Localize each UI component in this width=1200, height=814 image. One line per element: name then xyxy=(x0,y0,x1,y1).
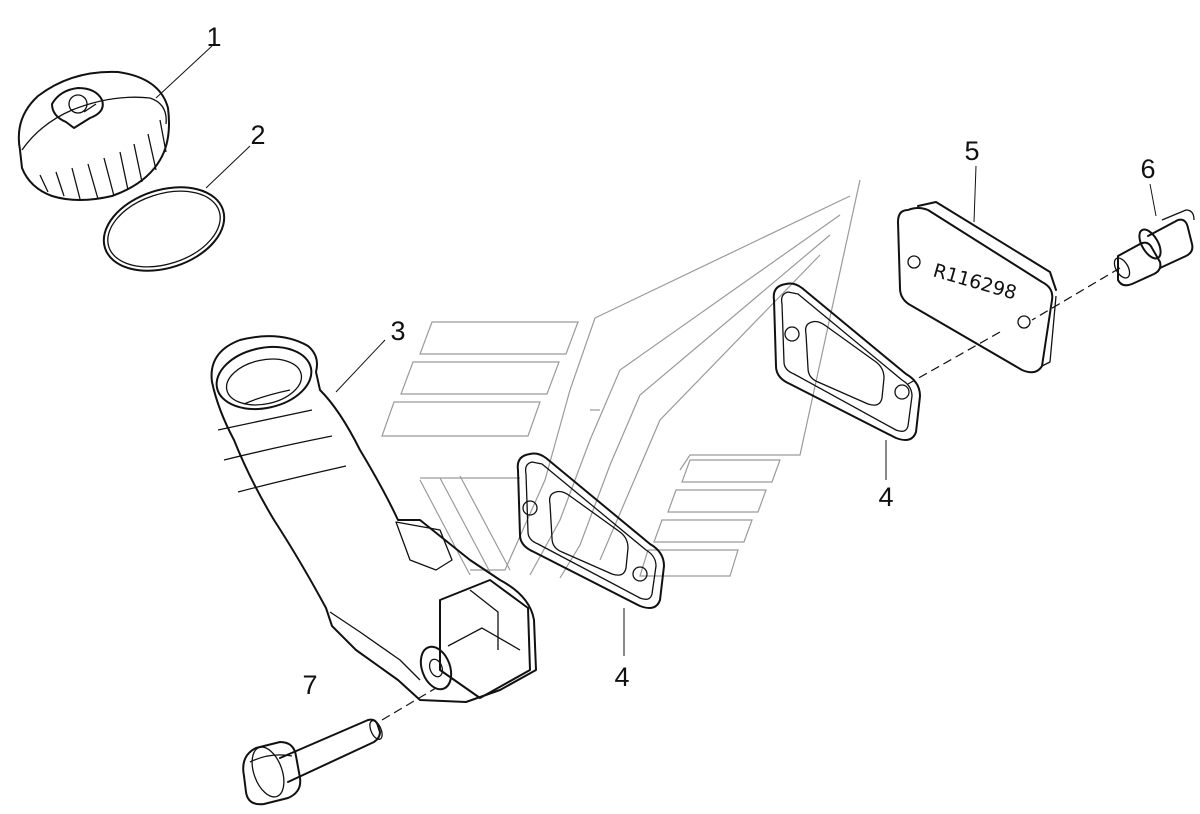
callout-6: 6 xyxy=(1140,154,1155,184)
callout-4-lower-gasket: 4 xyxy=(614,662,629,692)
filler-cap xyxy=(17,70,170,201)
watermark-logo xyxy=(381,179,861,579)
callout-7: 7 xyxy=(302,670,317,700)
cover-plate-marking: R116298 xyxy=(931,260,1019,305)
callout-3: 3 xyxy=(390,316,405,346)
filler-neck-elbow xyxy=(210,335,537,703)
callout-labels: 1 2 3 4 4 5 6 7 xyxy=(206,22,1155,700)
callout-2: 2 xyxy=(250,120,265,150)
callout-1: 1 xyxy=(206,22,221,52)
gasket-lower xyxy=(516,452,665,609)
leader-lines xyxy=(155,45,1157,656)
flanged-bolt-small xyxy=(1113,209,1195,287)
gasket-upper xyxy=(772,282,921,441)
o-ring xyxy=(102,186,226,272)
cover-plate: R116298 xyxy=(897,201,1057,374)
callout-5: 5 xyxy=(964,136,979,166)
flanged-bolt-long xyxy=(242,718,383,806)
callout-4-upper-gasket: 4 xyxy=(878,482,893,512)
assembly-axis-lines xyxy=(381,267,1121,721)
